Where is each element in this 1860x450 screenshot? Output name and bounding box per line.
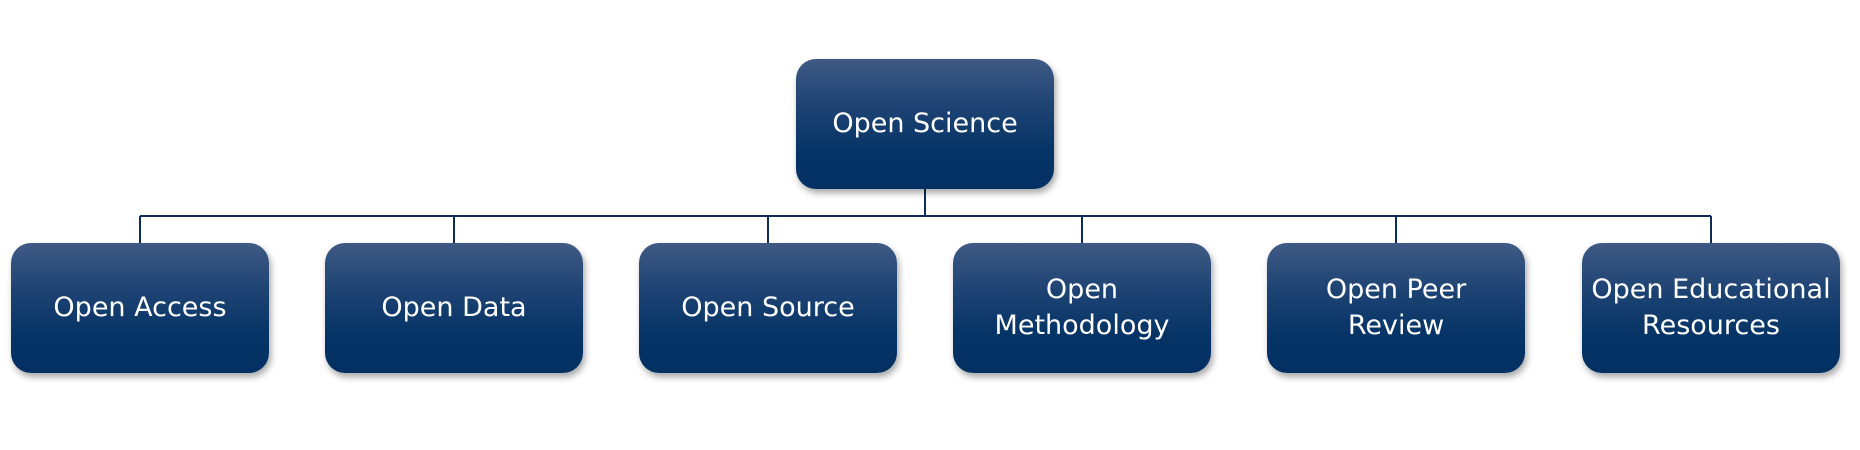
node-label: Open Methodology <box>994 274 1170 341</box>
node-open-educational-resources: Open Educational Resources <box>1582 243 1840 373</box>
node-open-methodology: Open Methodology <box>953 243 1211 373</box>
node-open-peer-review: Open Peer Review <box>1267 243 1525 373</box>
node-label: Open Peer Review <box>1325 274 1467 341</box>
node-label: Open Data <box>381 292 527 323</box>
node-label: Open Access <box>53 292 227 323</box>
node-label: Open Source <box>681 292 855 323</box>
node-open-data: Open Data <box>325 243 583 373</box>
node-label: Open Educational Resources <box>1591 274 1831 341</box>
node-open-science: Open Science <box>796 59 1054 189</box>
node-open-access: Open Access <box>11 243 269 373</box>
node-label: Open Science <box>832 108 1018 139</box>
node-open-source: Open Source <box>639 243 897 373</box>
